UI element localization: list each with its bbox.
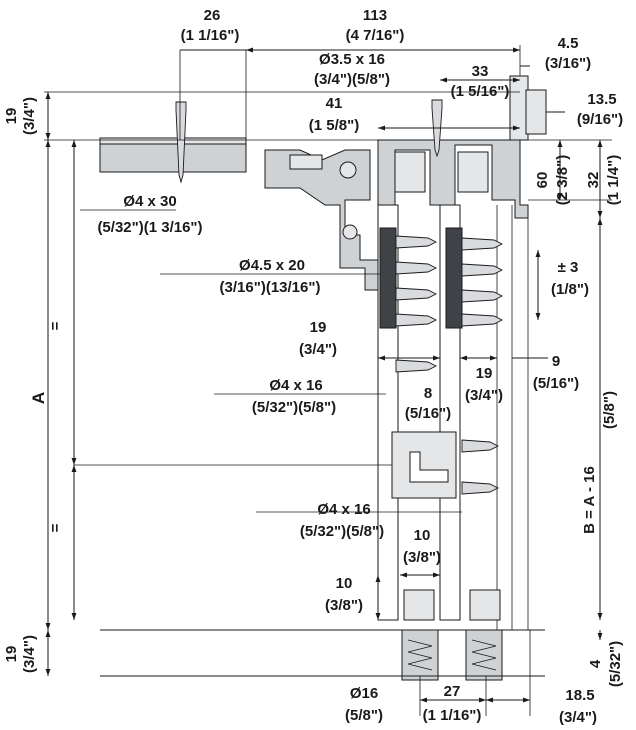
- screw-3-5x16-in: (3/4")(5/8"): [314, 71, 390, 88]
- dim-B-in: (5/8"): [601, 391, 618, 429]
- dim-26-in: (1 1/16"): [181, 27, 240, 44]
- dim-19-top-mm: 19: [3, 108, 20, 125]
- equal-mark-top: =: [47, 321, 64, 330]
- screw-4x30-size: Ø4 x 30: [123, 193, 176, 210]
- screw-3-5x16-size: Ø3.5 x 16: [319, 51, 385, 68]
- dim-60-mm: 60: [534, 172, 551, 189]
- screw-4x16-b-in: (5/32")(5/8"): [300, 523, 384, 540]
- dim-4-5-in: (3/16"): [545, 55, 591, 72]
- dim-19-mid-in: (3/4"): [299, 341, 337, 358]
- dim-19-b-in: (3/4"): [465, 387, 503, 404]
- dim-8-mm: 8: [424, 385, 432, 402]
- dim-19-b-mm: 19: [476, 365, 493, 382]
- bottom-panel-lines: [100, 629, 545, 677]
- screw-4x16-a-size: Ø4 x 16: [269, 377, 322, 394]
- dim-B-label: B = A - 16: [581, 466, 598, 534]
- screw-4x16-a-in: (5/32")(5/8"): [252, 399, 336, 416]
- screw-4-5x20-size: Ø4.5 x 20: [239, 257, 305, 274]
- dim-10-left-mm: 10: [336, 575, 353, 592]
- dim-4-in: (5/32"): [607, 641, 624, 687]
- dim-27-in: (1 1/16"): [423, 707, 482, 724]
- guide-lines: [496, 205, 529, 630]
- dim-33-mm: 33: [472, 63, 489, 80]
- top-panel: [99, 137, 247, 173]
- dim-4-5-mm: 4.5: [558, 35, 579, 52]
- top-rail-profile: [377, 75, 547, 219]
- dim-41-mm: 41: [326, 95, 343, 112]
- dim-10-left-in: (3/8"): [325, 597, 363, 614]
- tol-3-in: (1/8"): [551, 281, 589, 298]
- dim-A-label: A: [29, 392, 48, 404]
- dim-32-mm: 32: [585, 172, 602, 189]
- dim-10-top-mm: 10: [414, 527, 431, 544]
- dim-113-mm: 113: [363, 7, 387, 24]
- wood-screw-vertical-left: [175, 101, 187, 184]
- bottom-guide-right: [465, 589, 503, 681]
- dimension-labels: 26 (1 1/16") 113 (4 7/16") Ø3.5 x 16 (3/…: [3, 7, 624, 726]
- dim-19-bottom-mm: 19: [3, 646, 20, 663]
- tol-3-mm: ± 3: [558, 259, 579, 276]
- dim-41-in: (1 5/8"): [309, 117, 359, 134]
- dim-27-mm: 27: [444, 683, 461, 700]
- mounting-plate-left: [379, 227, 397, 329]
- screw-4-5x20-in: (3/16")(13/16"): [220, 279, 321, 296]
- dim-19-bottom-in: (3/4"): [21, 635, 38, 673]
- dim-16-in: (5/8"): [345, 707, 383, 724]
- dim-32-in: (1 1/4"): [605, 155, 622, 205]
- top-fitting-bracket: [264, 149, 381, 291]
- dim-8-in: (5/16"): [405, 405, 451, 422]
- dim-60-in: (2 3/8"): [554, 155, 571, 205]
- screw-4x30-in: (5/32")(1 3/16"): [97, 219, 202, 236]
- dim-18-5-in: (3/4"): [559, 709, 597, 726]
- dimension-lines: [44, 45, 612, 716]
- dim-33-in: (1 5/16"): [451, 83, 510, 100]
- horizontal-screws: [395, 235, 504, 373]
- dim-9-mm: 9: [552, 353, 560, 370]
- dim-113-in: (4 7/16"): [346, 27, 405, 44]
- dim-13-5-in: (9/16"): [577, 111, 623, 128]
- dim-16-mm: Ø16: [350, 685, 378, 702]
- dim-9-in: (5/16"): [533, 375, 579, 392]
- dim-18-5-mm: 18.5: [565, 687, 594, 704]
- screw-4x16-b-size: Ø4 x 16: [317, 501, 370, 518]
- equal-mark-bottom: =: [47, 523, 64, 532]
- mounting-plate-right: [445, 227, 463, 329]
- dim-19-top-in: (3/4"): [21, 97, 38, 135]
- dim-4-mm: 4: [587, 659, 604, 668]
- middle-guide: [391, 431, 500, 499]
- dim-26-mm: 26: [204, 7, 221, 24]
- dim-10-top-in: (3/8"): [403, 549, 441, 566]
- dim-19-mid-mm: 19: [310, 319, 327, 336]
- dim-13-5-mm: 13.5: [587, 91, 616, 108]
- bottom-guide-left: [401, 589, 439, 681]
